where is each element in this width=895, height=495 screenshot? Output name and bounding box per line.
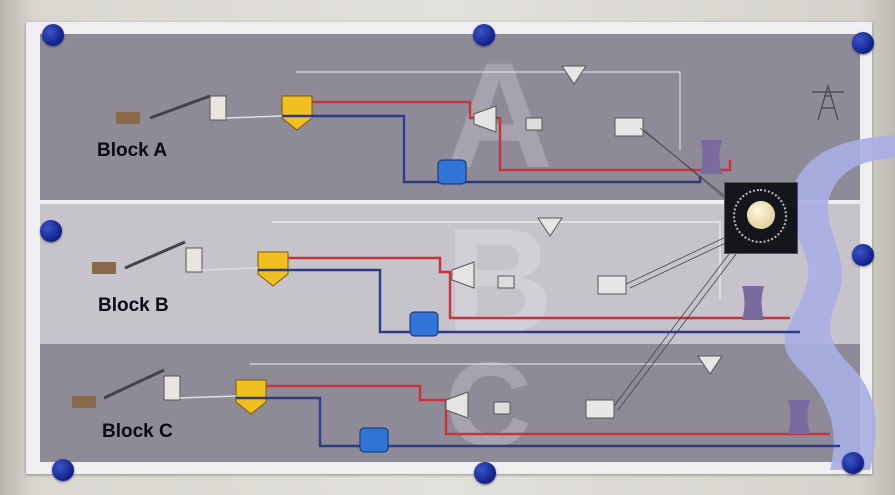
coal-truck-icon — [92, 262, 116, 274]
pylon-icon — [812, 86, 844, 120]
block-a-process — [116, 66, 730, 184]
coal-truck-icon — [72, 396, 96, 408]
condenser-icon — [410, 312, 438, 336]
block-b-process — [92, 218, 800, 336]
crusher-icon — [210, 96, 226, 120]
crusher-icon — [164, 376, 180, 400]
fuel-line — [226, 116, 282, 118]
generator-icon — [498, 276, 514, 288]
silo-icon — [538, 218, 562, 236]
pin-icon — [40, 220, 62, 242]
block-c-process — [72, 356, 840, 452]
coal-truck-icon — [116, 112, 140, 124]
generator-icon — [526, 118, 542, 130]
pin-icon — [852, 32, 874, 54]
cooling-tower-icon — [700, 140, 722, 174]
conveyor-icon — [104, 370, 164, 398]
transformer-icon — [615, 118, 643, 136]
pin-icon — [52, 459, 74, 481]
transformer-icon — [598, 276, 626, 294]
cooling-tower-icon — [788, 400, 810, 434]
dial-knob[interactable] — [747, 201, 775, 229]
pin-icon — [842, 452, 864, 474]
block-b-label: Block B — [98, 295, 169, 317]
crusher-icon — [186, 248, 202, 272]
steam-line-hot — [312, 102, 730, 170]
control-dial-icon[interactable] — [724, 182, 798, 254]
conveyor-icon — [125, 242, 185, 268]
steam-line-hot — [288, 258, 790, 318]
water-line-cold — [236, 398, 840, 446]
turbine-icon — [474, 106, 496, 132]
water-line-cold — [258, 270, 800, 332]
transformer-icon — [586, 400, 614, 418]
pin-icon — [852, 244, 874, 266]
turbine-icon — [446, 392, 468, 418]
utility-line — [272, 222, 720, 300]
pin-icon — [42, 24, 64, 46]
condenser-icon — [438, 160, 466, 184]
pin-icon — [473, 24, 495, 46]
condenser-icon — [360, 428, 388, 452]
boiler-icon — [282, 96, 312, 130]
steam-line-hot — [266, 386, 830, 434]
generator-icon — [494, 402, 510, 414]
fuel-line — [180, 396, 236, 398]
silo-icon — [698, 356, 722, 374]
silo-icon — [562, 66, 586, 84]
pin-icon — [474, 462, 496, 484]
block-a-label: Block A — [97, 140, 167, 162]
block-c-label: Block C — [102, 421, 173, 443]
cooling-tower-icon — [742, 286, 764, 320]
turbine-icon — [452, 262, 474, 288]
fuel-line — [202, 268, 258, 270]
conveyor-icon — [150, 96, 210, 118]
